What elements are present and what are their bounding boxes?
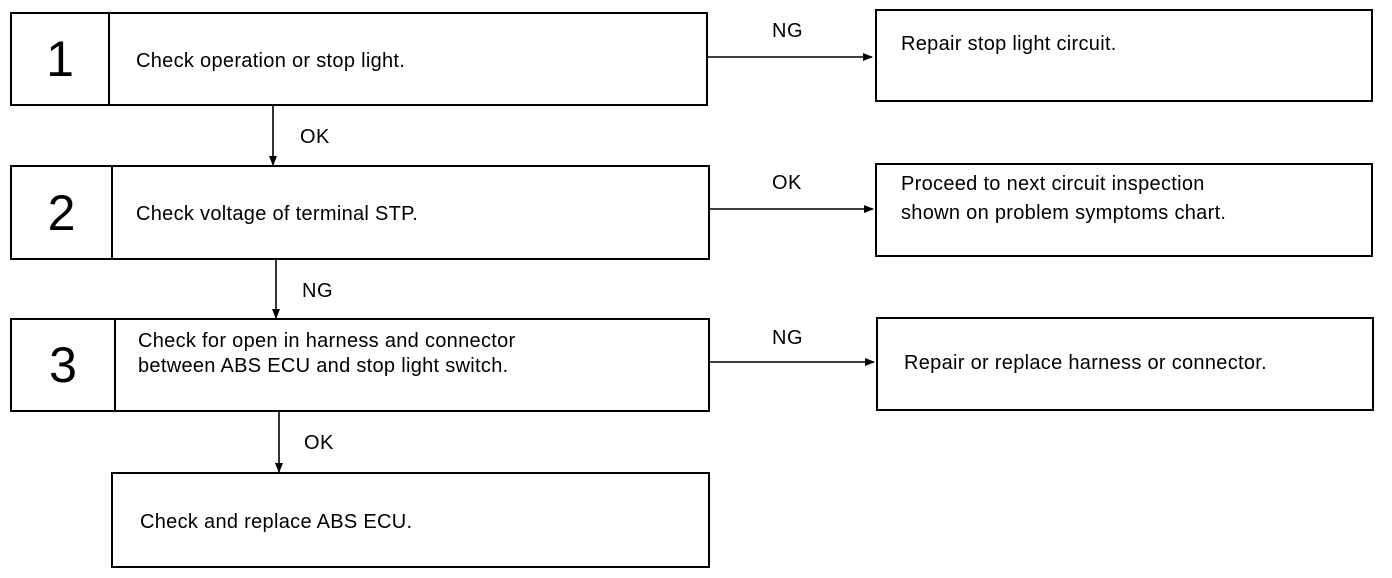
step-1-number: 1 [12,14,110,104]
final-text: Check and replace ABS ECU. [140,511,413,533]
step-3-result-text: Repair or replace harness or connector. [904,352,1267,374]
step-1-result-label: NG [772,20,803,42]
step-1-box: 1 Check operation or stop light. [10,12,708,106]
step-2-result-box: Proceed to next circuit inspection shown… [875,163,1373,257]
step-2-result-label: OK [772,172,802,194]
step-2-number: 2 [12,167,113,258]
step-3-text-line2: between ABS ECU and stop light switch. [138,355,509,377]
step-3-result-box: Repair or replace harness or connector. [876,317,1374,411]
step-3-text-line1: Check for open in harness and connector [138,330,516,352]
step-2-text: Check voltage of terminal STP. [136,203,419,225]
step-3-result-label: NG [772,327,803,349]
step-1-text: Check operation or stop light. [136,50,406,72]
step-3-next-label: OK [304,432,334,454]
step-1-next-label: OK [300,126,330,148]
step-2-result-text-line2: shown on problem symptoms chart. [901,202,1227,224]
step-3-box: 3 Check for open in harness and connecto… [10,318,710,412]
step-2-next-label: NG [302,280,333,302]
step-1-result-box: Repair stop light circuit. [875,9,1373,102]
step-3-number: 3 [12,320,116,410]
final-box: Check and replace ABS ECU. [111,472,710,568]
step-1-result-text: Repair stop light circuit. [901,33,1117,55]
step-2-box: 2 Check voltage of terminal STP. [10,165,710,260]
step-2-result-text-line1: Proceed to next circuit inspection [901,173,1205,195]
